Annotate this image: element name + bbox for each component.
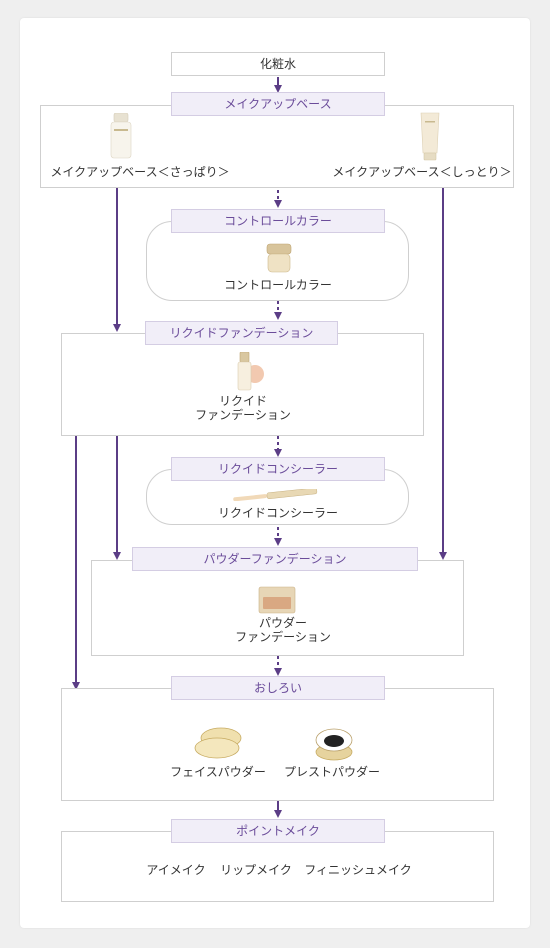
makeup-base-fresh-image xyxy=(110,113,132,159)
point-makeup-item: リップメイク xyxy=(220,863,292,877)
lotion-label: 化粧水 xyxy=(259,57,296,71)
makeup-base-fresh-label: メイクアップベース＜さっぱり＞ xyxy=(50,165,230,179)
liquid-foundation-image xyxy=(237,352,264,391)
pressed-powder-image xyxy=(315,728,353,761)
point-makeup-item: アイメイク xyxy=(146,863,206,877)
control-color-jar-image xyxy=(266,243,292,273)
powder-foundation-label-2: ファンデーション xyxy=(235,630,331,644)
liquid-concealer-pen-image xyxy=(233,489,318,501)
liquid-foundation-header: リクイドファンデーション xyxy=(145,321,338,345)
face-powder-label: フェイスパウダー xyxy=(170,765,266,779)
point-makeup-header: ポイントメイク xyxy=(171,819,385,843)
lotion-step: 化粧水 xyxy=(171,52,385,76)
makeup-base-header: メイクアップベース xyxy=(171,92,385,116)
liquid-foundation-label-1: リクイド xyxy=(218,394,267,408)
pressed-powder-label: プレストパウダー xyxy=(283,765,380,779)
makeup-base-moist-image xyxy=(420,112,440,161)
powder-foundation-compact-image xyxy=(258,586,296,614)
control-color-label: コントロールカラー xyxy=(224,278,332,292)
liquid-concealer-label: リクイドコンシーラー xyxy=(217,506,338,520)
liquid-concealer-header: リクイドコンシーラー xyxy=(171,457,385,481)
powder-foundation-label-1: パウダー xyxy=(258,616,307,630)
liquid-foundation-label-2: ファンデーション xyxy=(195,408,291,422)
face-powder-image xyxy=(194,727,242,759)
point-makeup-item: フィニッシュメイク xyxy=(304,863,412,877)
powder-foundation-header: パウダーファンデーション xyxy=(132,547,418,571)
oshiroi-box xyxy=(61,688,494,801)
makeup-base-moist-label: メイクアップベース＜しっとり＞ xyxy=(332,165,512,179)
oshiroi-header: おしろい xyxy=(171,676,385,700)
control-color-header: コントロールカラー xyxy=(171,209,385,233)
